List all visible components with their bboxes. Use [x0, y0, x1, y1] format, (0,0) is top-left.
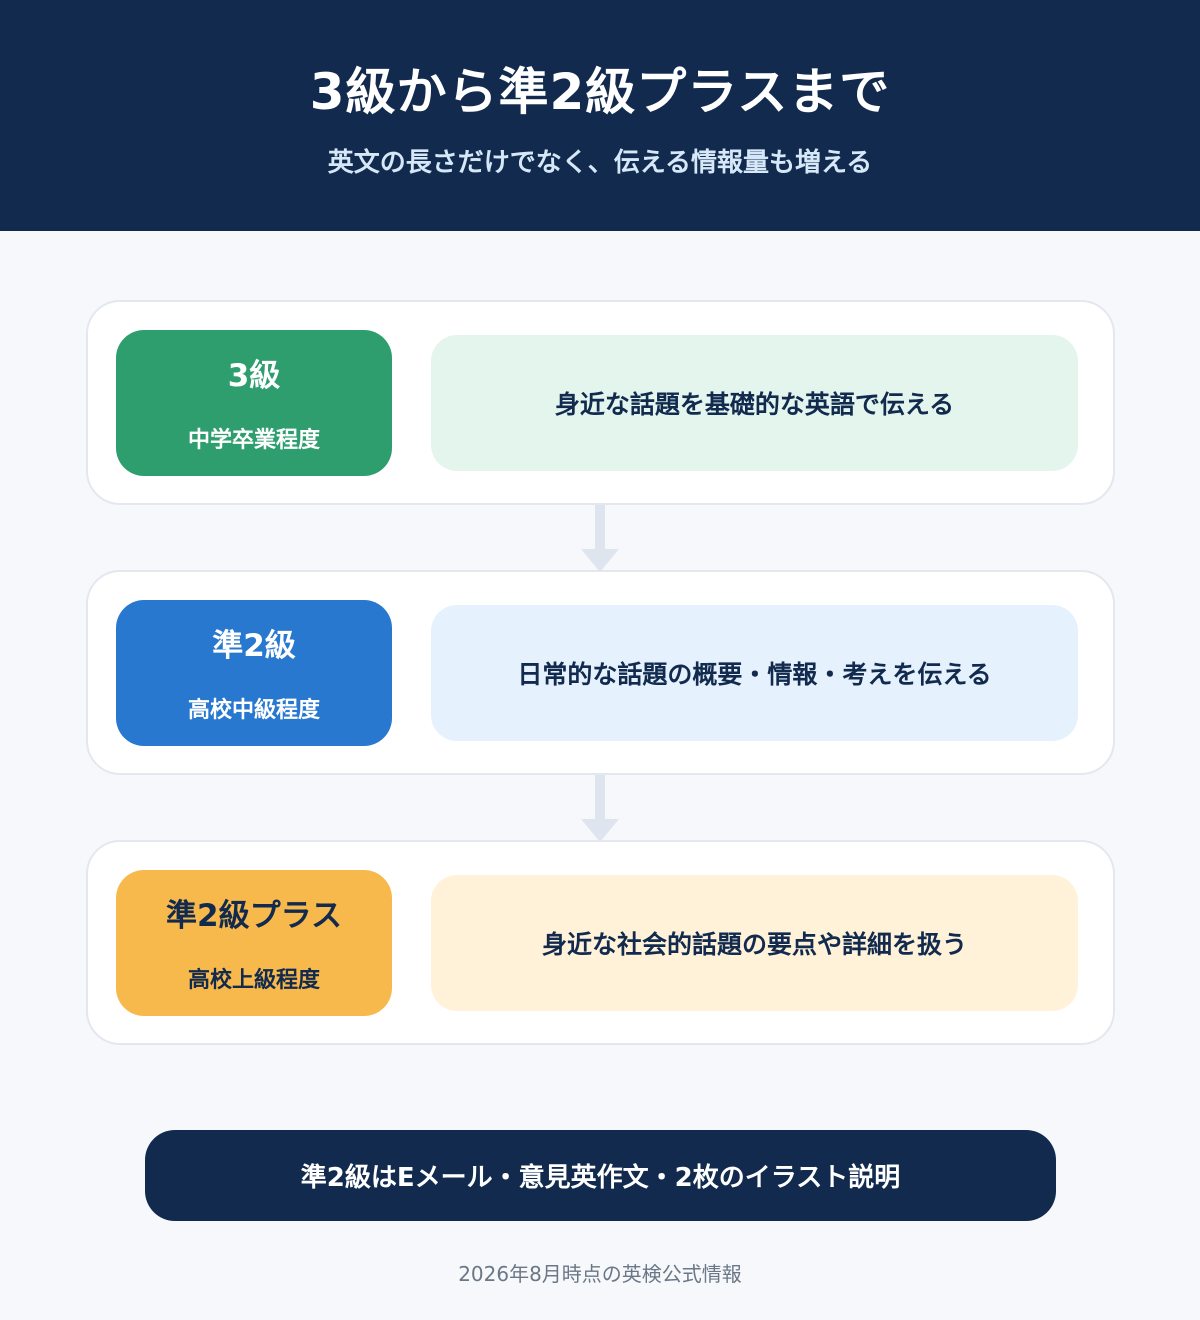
down-arrow-icon: [581, 505, 619, 572]
level-card-3kyu: 3級 中学卒業程度 身近な話題を基礎的な英語で伝える: [86, 300, 1115, 505]
level-description: 日常的な話題の概要・情報・考えを伝える: [431, 605, 1078, 741]
level-name: 準2級プラス: [166, 898, 342, 934]
page-title: 3級から準2級プラスまで: [309, 63, 891, 121]
level-equivalent: 高校上級程度: [187, 968, 320, 993]
level-description: 身近な社会的話題の要点や詳細を扱う: [431, 875, 1078, 1011]
level-card-pre2kyu-plus: 準2級プラス 高校上級程度 身近な社会的話題の要点や詳細を扱う: [86, 840, 1115, 1045]
level-name: 3級: [227, 358, 281, 394]
page-subtitle: 英文の長さだけでなく、伝える情報量も増える: [327, 148, 873, 178]
down-arrow-icon: [581, 775, 619, 842]
header-banner: 3級から準2級プラスまで 英文の長さだけでなく、伝える情報量も増える: [0, 0, 1200, 231]
source-footnote: 2026年8月時点の英検公式情報: [458, 1262, 742, 1286]
level-description: 身近な話題を基礎的な英語で伝える: [431, 335, 1078, 471]
level-badge: 準2級 高校中級程度: [116, 600, 392, 746]
level-equivalent: 中学卒業程度: [187, 428, 320, 453]
level-card-pre2kyu: 準2級 高校中級程度 日常的な話題の概要・情報・考えを伝える: [86, 570, 1115, 775]
level-equivalent: 高校中級程度: [187, 698, 320, 723]
note-banner: 準2級はEメール・意見英作文・2枚のイラスト説明: [145, 1130, 1056, 1221]
level-badge: 3級 中学卒業程度: [116, 330, 392, 476]
level-name: 準2級: [212, 628, 296, 664]
level-badge: 準2級プラス 高校上級程度: [116, 870, 392, 1016]
